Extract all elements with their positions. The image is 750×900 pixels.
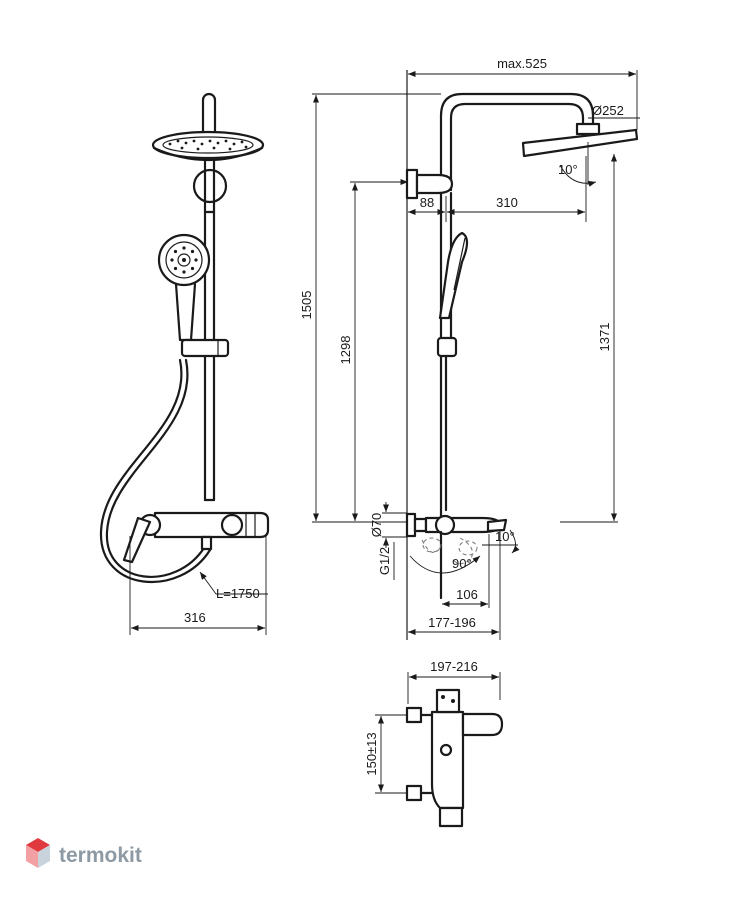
spout-top — [461, 712, 504, 737]
lever-top — [439, 743, 453, 757]
mixer-depth-label: 177-196 — [428, 615, 476, 630]
termokit-logo: termokit — [26, 838, 142, 868]
shower-arm-inner — [449, 102, 585, 192]
hose-length-label: L=1750 — [216, 586, 260, 601]
total-height-label: 1505 — [299, 291, 314, 320]
diverter-knob — [435, 688, 461, 714]
slider-side — [436, 336, 458, 358]
riser-top — [201, 92, 217, 134]
lever-angle-label: 90° — [452, 556, 472, 571]
shower-arm-outer — [439, 92, 595, 192]
front-view: L=1750 316 — [99, 92, 270, 635]
hand-shower — [157, 233, 211, 342]
top-view: 197-216 150±13 — [364, 659, 504, 828]
thread-label: G1/2 — [377, 547, 392, 575]
spout-tilt-label: 10° — [495, 529, 515, 544]
head-height-label: 1371 — [597, 323, 612, 352]
bath-mixer — [122, 511, 270, 564]
inlet-centres-label: 150±13 — [364, 732, 379, 775]
arm-projection-label: 310 — [496, 195, 518, 210]
head-diameter-label: Ø252 — [592, 103, 624, 118]
thermostat-knob — [438, 806, 464, 828]
max-reach-label: max.525 — [497, 56, 547, 71]
slider — [180, 338, 230, 358]
inlet-upper — [405, 706, 434, 724]
wall-bracket — [192, 168, 228, 204]
rosette-diameter-label: Ø70 — [369, 513, 384, 538]
overhead-head-side — [521, 128, 639, 158]
side-wall-bracket — [405, 168, 419, 200]
mixer-body-top — [430, 710, 465, 810]
side-view: 10° 90° 10° — [299, 56, 640, 640]
bracket-height-label: 1298 — [338, 336, 353, 365]
logo-text: termokit — [59, 844, 142, 867]
spout-projection-label: 106 — [456, 587, 478, 602]
side-mixer — [405, 512, 508, 600]
body-width-label: 197-216 — [430, 659, 478, 674]
hand-shower-side — [438, 231, 469, 320]
front-width-label: 316 — [184, 610, 206, 625]
wall-offset-label: 88 — [420, 195, 434, 210]
head-tilt-label: 10° — [558, 162, 578, 177]
hose — [105, 358, 206, 578]
inlet-lower — [405, 784, 434, 802]
overhead-shower-head — [151, 130, 265, 162]
